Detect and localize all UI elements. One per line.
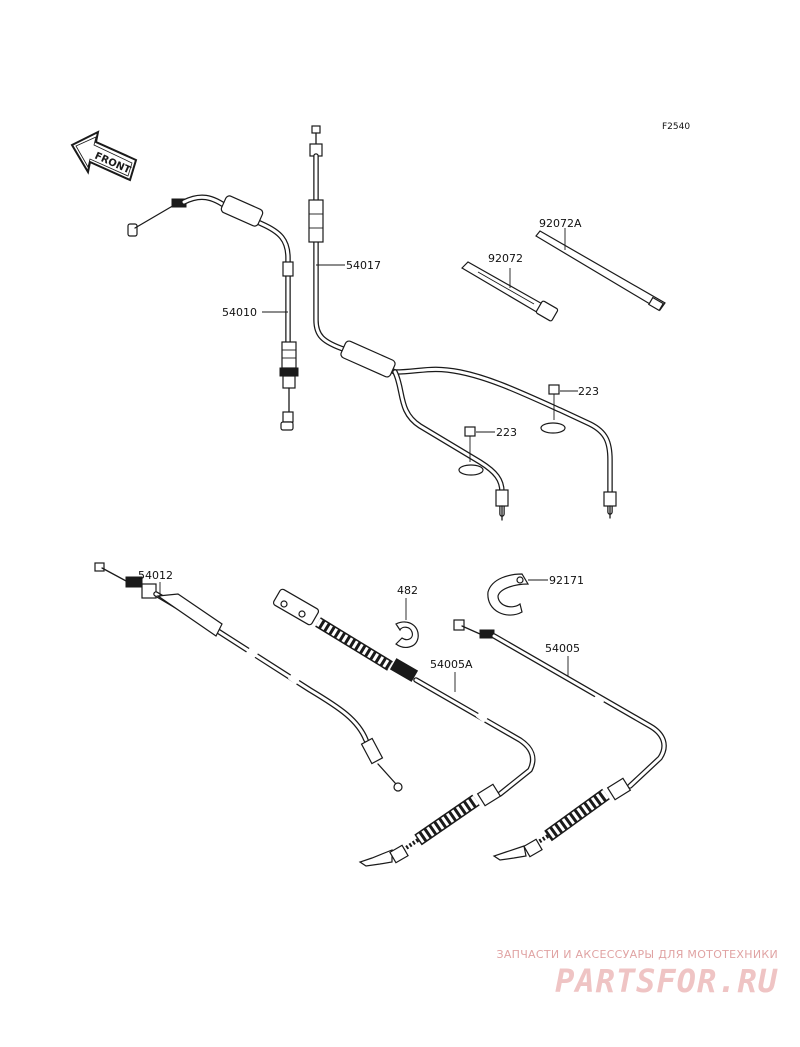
label-54017: 54017 (346, 259, 381, 272)
label-92072: 92072 (488, 252, 523, 265)
label-223-lower: 223 (496, 426, 517, 439)
cable-54017 (308, 125, 617, 521)
cable-54005A (272, 588, 536, 867)
watermark-tagline: ЗАПЧАСТИ И АКСЕССУАРЫ ДЛЯ МОТОТЕХНИКИ (496, 948, 778, 961)
label-223-upper: 223 (578, 385, 599, 398)
watermark-logo: PARTSFOR.RU (555, 962, 778, 1000)
cable-54012 (94, 562, 403, 792)
label-482: 482 (397, 584, 418, 597)
label-92171: 92171 (549, 574, 584, 587)
bracket-92171 (487, 573, 530, 616)
label-54012: 54012 (138, 569, 173, 582)
figure-code: F2540 (662, 122, 690, 132)
cable-tie-92072 (461, 261, 559, 322)
cable-54005 (453, 619, 667, 861)
label-92072A: 92072A (539, 217, 582, 230)
front-arrow-icon: FRONT (70, 130, 138, 182)
clip-482 (395, 621, 419, 648)
cable-54010 (127, 194, 299, 431)
watermark: ЗАПЧАСТИ И АКСЕССУАРЫ ДЛЯ МОТОТЕХНИКИ PA… (496, 948, 778, 997)
bolt-223-lower (464, 426, 476, 462)
label-54005A: 54005A (430, 658, 473, 671)
bolt-223-upper (548, 384, 560, 420)
cable-tie-92072A (535, 230, 666, 312)
label-54005: 54005 (545, 642, 580, 655)
label-54010: 54010 (222, 306, 257, 319)
